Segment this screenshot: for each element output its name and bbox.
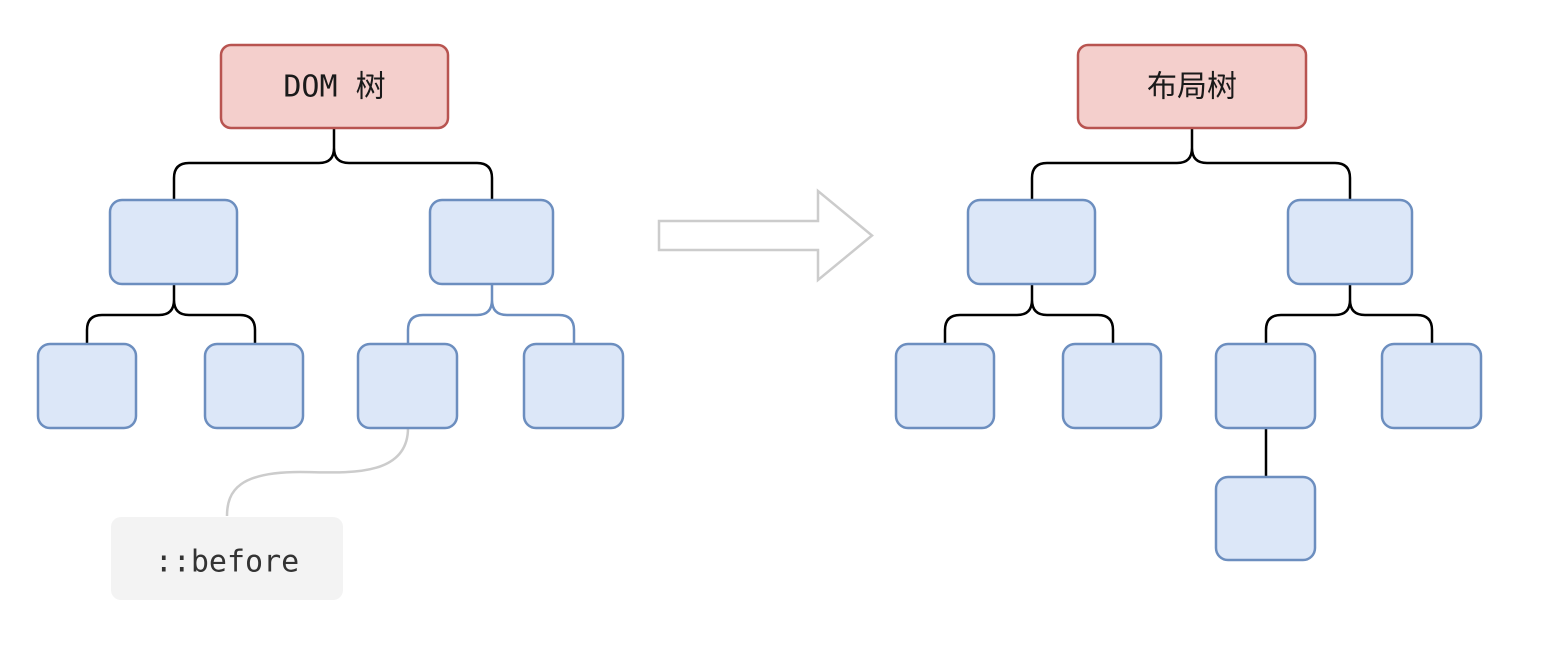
layout-tree-root-node (1076, 43, 1308, 130)
layout-tree-pseudo-element-node (1214, 475, 1317, 562)
dom-tree-leaf-node (203, 342, 305, 430)
dom-tree-node (428, 198, 555, 286)
layout-tree-node (1286, 198, 1414, 286)
dom-tree-leaf-node (36, 342, 138, 430)
pseudo-element-annotation-edge (225, 427, 410, 517)
layout-tree: 布局树 (894, 43, 1483, 562)
dom-tree-root-label: DOM 树 (283, 70, 385, 105)
layout-tree-node-with-pseudo-child (1214, 342, 1317, 430)
dom-tree-node (108, 198, 239, 286)
pseudo-element-code-box (111, 517, 343, 600)
layout-right-node-to-leaves-edge (1264, 284, 1434, 344)
layout-root-to-children-edge (1030, 128, 1352, 200)
dom-right-node-to-leaves-edge (406, 284, 576, 344)
transform-arrow-icon (657, 188, 874, 283)
dom-tree: DOM 树 ::before (36, 43, 625, 600)
layout-tree-leaf-node (1061, 342, 1163, 430)
dom-tree-leaf-node (522, 342, 625, 430)
layout-tree-root-label: 布局树 (1147, 70, 1237, 105)
layout-tree-leaf-node (894, 342, 996, 430)
dom-root-to-children-edge (172, 128, 494, 200)
layout-tree-leaf-node (1380, 342, 1483, 430)
pseudo-element-code-label: ::before (155, 545, 300, 580)
dom-tree-root-node (219, 43, 450, 130)
dom-left-node-to-leaves-edge (85, 284, 257, 344)
dom-tree-leaf-node-with-pseudo (356, 342, 459, 430)
layout-left-node-to-leaves-edge (943, 284, 1115, 344)
layout-tree-node (966, 198, 1097, 286)
